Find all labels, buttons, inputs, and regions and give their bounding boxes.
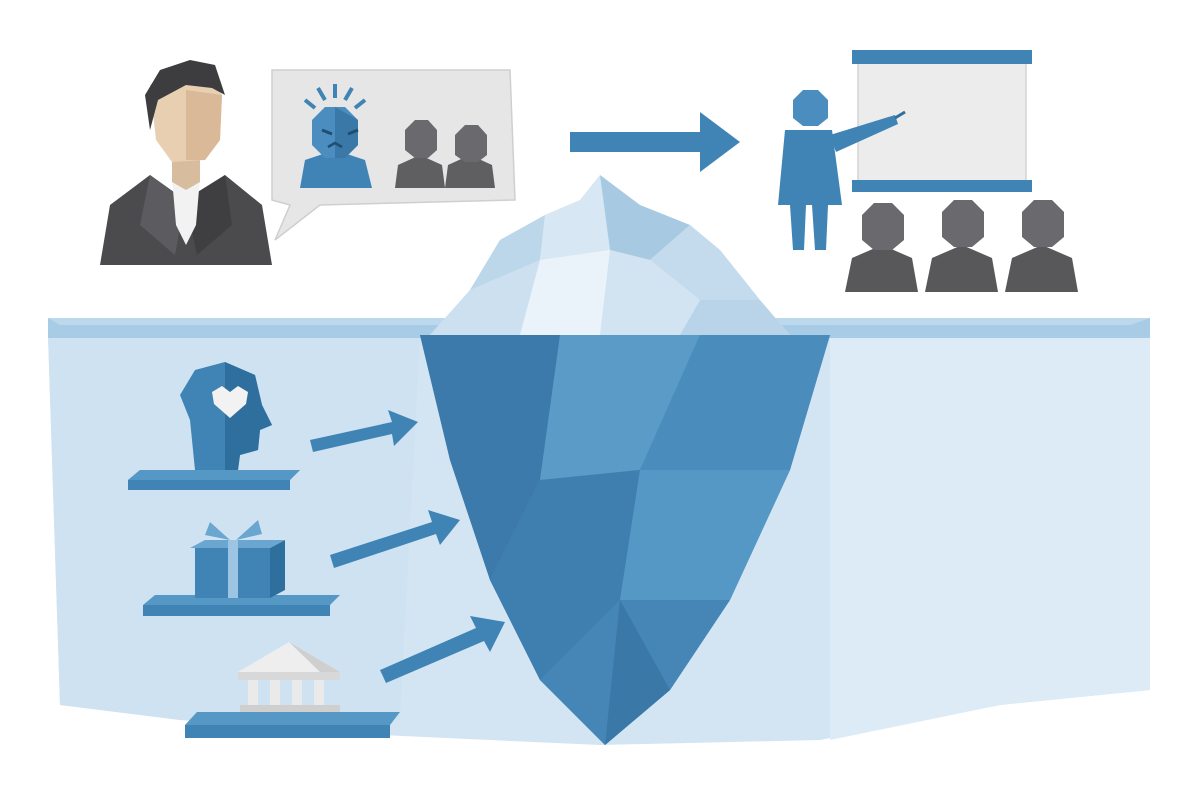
angry-person-icon (300, 84, 372, 188)
diagonal-arrow-icon (310, 410, 418, 452)
audience-group-icon (845, 200, 1078, 292)
diagonal-arrow-icon (330, 510, 460, 568)
gift-box-icon (143, 520, 340, 616)
listener-group-icon (395, 120, 495, 188)
manager-person-icon (100, 60, 272, 265)
right-arrow-icon (570, 112, 740, 172)
head-heart-icon (128, 362, 300, 490)
diagonal-arrow-icon (380, 616, 505, 683)
presenter-whiteboard-icon (778, 50, 1032, 250)
iceberg-icon (420, 175, 830, 745)
institution-building-icon (185, 642, 400, 738)
